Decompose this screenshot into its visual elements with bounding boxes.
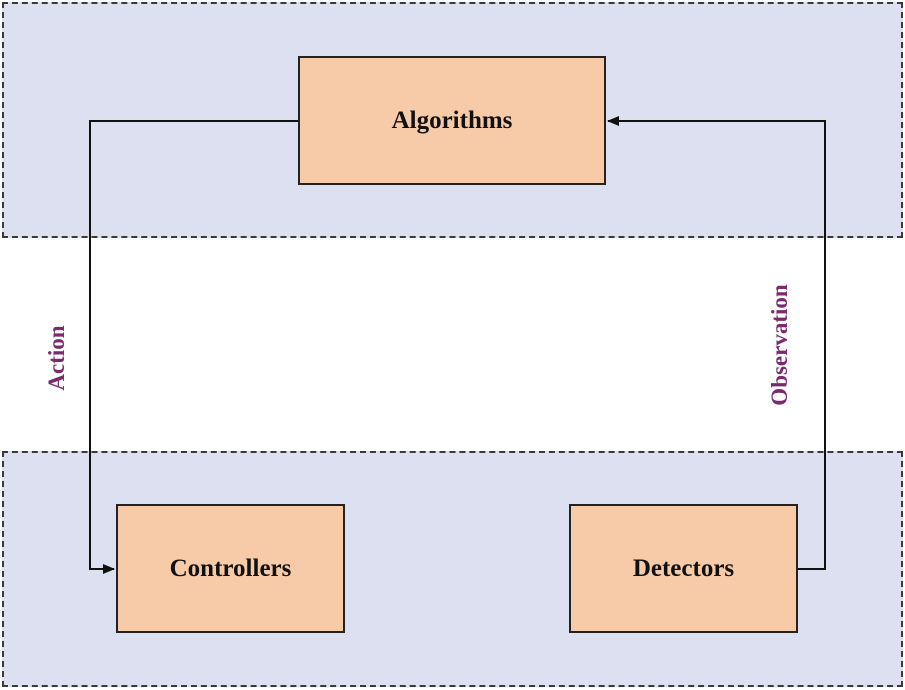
detectors-node: Detectors bbox=[569, 504, 798, 633]
action-label: Action bbox=[44, 325, 69, 391]
algorithms-node: Algorithms bbox=[298, 56, 606, 185]
observation-label: Observation bbox=[767, 284, 792, 406]
controllers-node: Controllers bbox=[116, 504, 345, 633]
